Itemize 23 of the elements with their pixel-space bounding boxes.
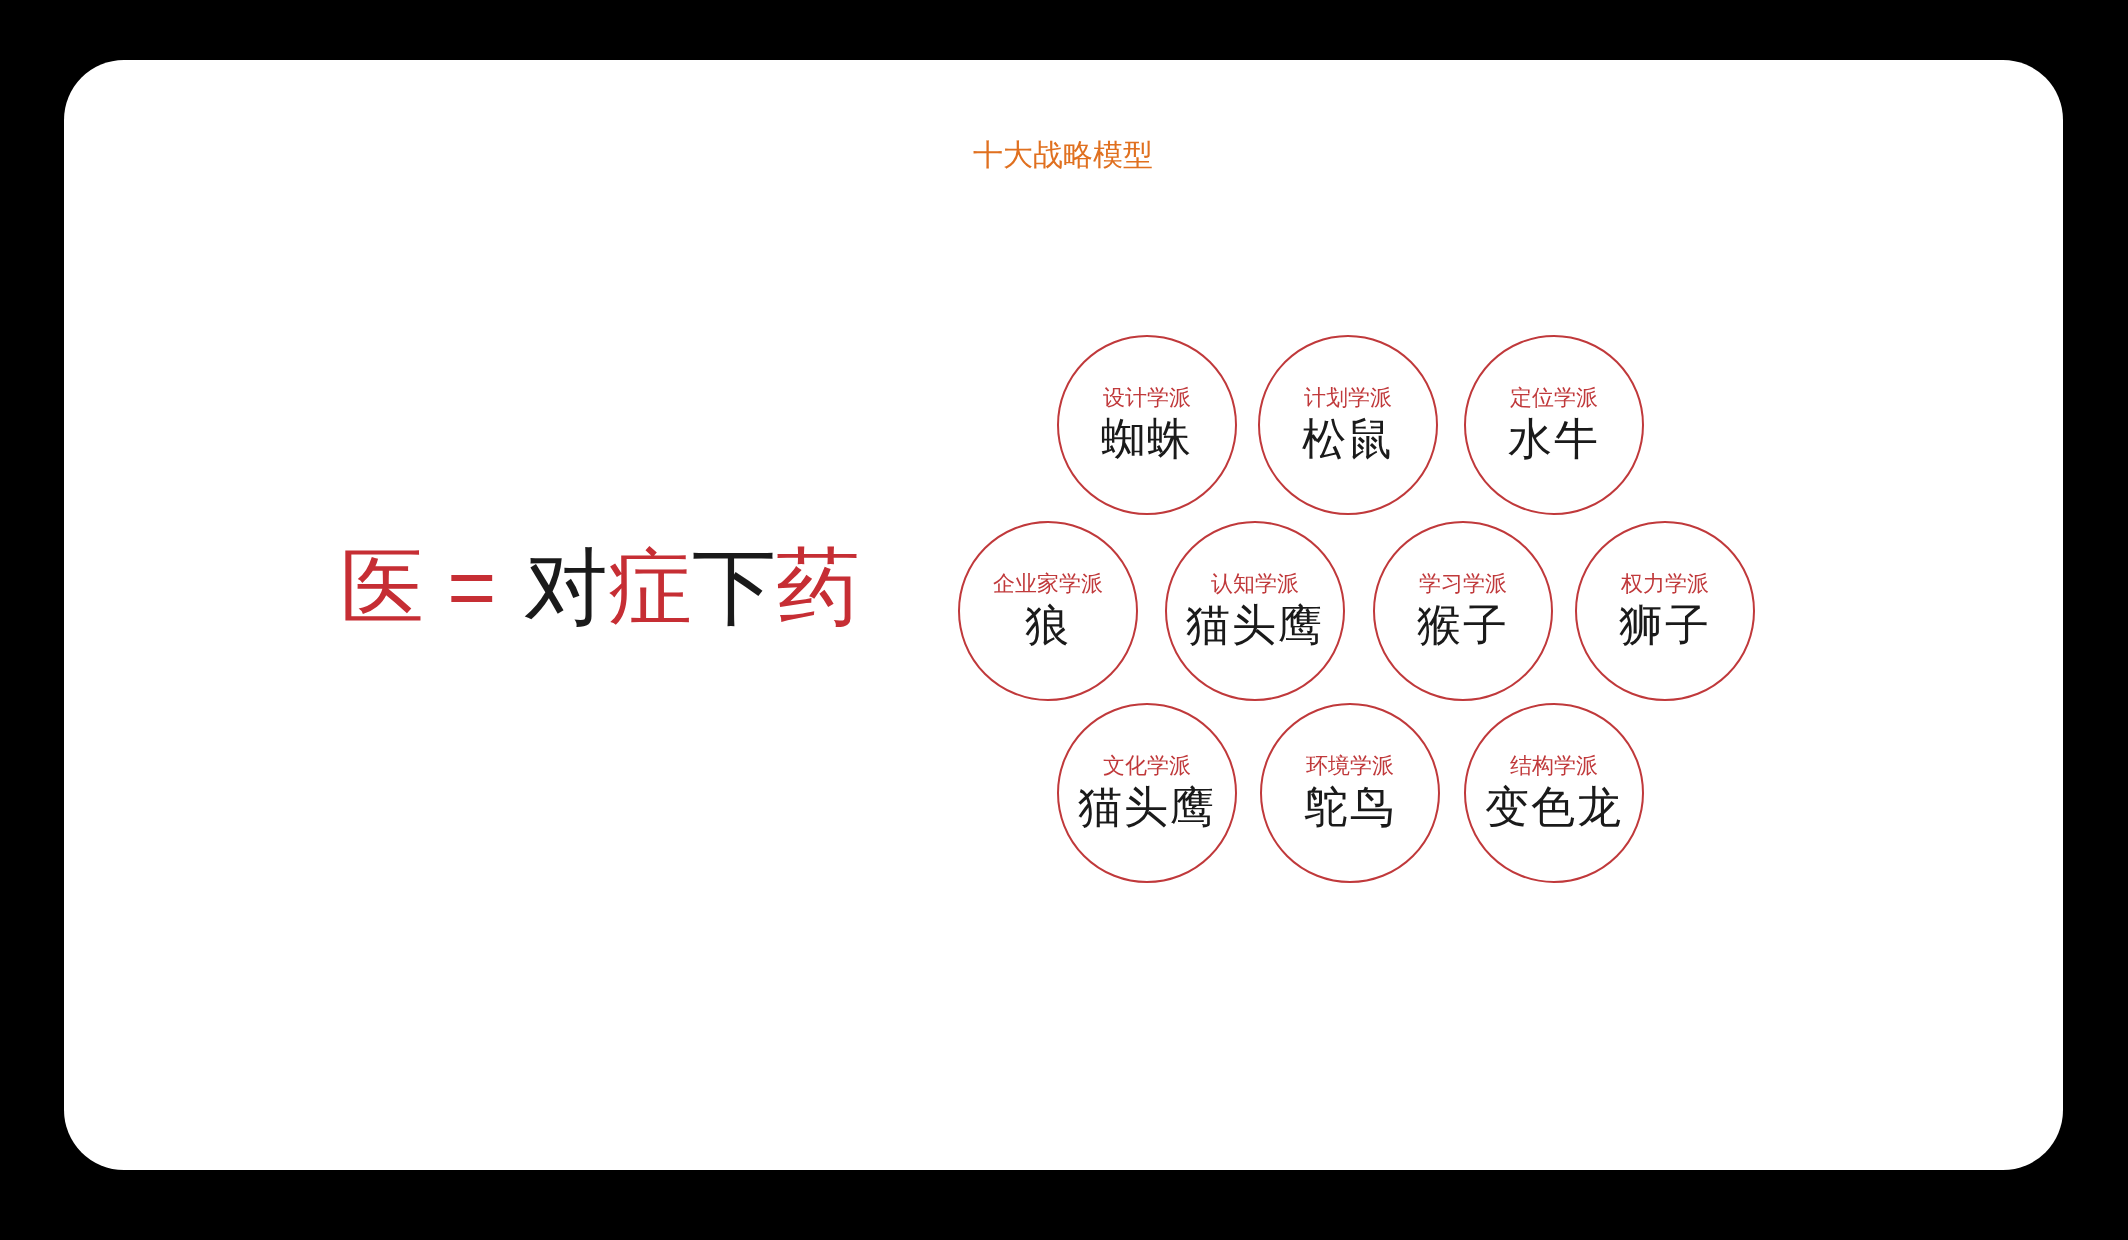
animal-name: 猫头鹰 (1078, 781, 1216, 834)
school-name: 设计学派 (1103, 383, 1191, 412)
school-name: 学习学派 (1419, 569, 1507, 598)
school-name: 权力学派 (1621, 569, 1709, 598)
school-name: 结构学派 (1510, 751, 1598, 780)
school-name: 企业家学派 (993, 569, 1103, 598)
animal-name: 松鼠 (1302, 413, 1394, 466)
school-name: 认知学派 (1211, 569, 1299, 598)
formula-text: 医 = (340, 545, 497, 629)
school-name: 定位学派 (1510, 383, 1598, 412)
animal-name: 猴子 (1417, 599, 1509, 652)
animal-name: 猫头鹰 (1186, 599, 1324, 652)
animal-name: 蜘蛛 (1101, 413, 1193, 466)
animal-name: 鸵鸟 (1304, 781, 1396, 834)
animal-name: 水牛 (1508, 413, 1600, 466)
school-name: 文化学派 (1103, 751, 1191, 780)
animal-name: 变色龙 (1485, 781, 1623, 834)
formula-text: 对症下药 (524, 545, 861, 629)
title: 十大战略模型 (972, 137, 1154, 173)
school-name: 环境学派 (1306, 751, 1394, 780)
animal-name: 狮子 (1619, 599, 1711, 652)
animal-name: 狼 (1025, 599, 1071, 652)
school-name: 计划学派 (1304, 383, 1392, 412)
